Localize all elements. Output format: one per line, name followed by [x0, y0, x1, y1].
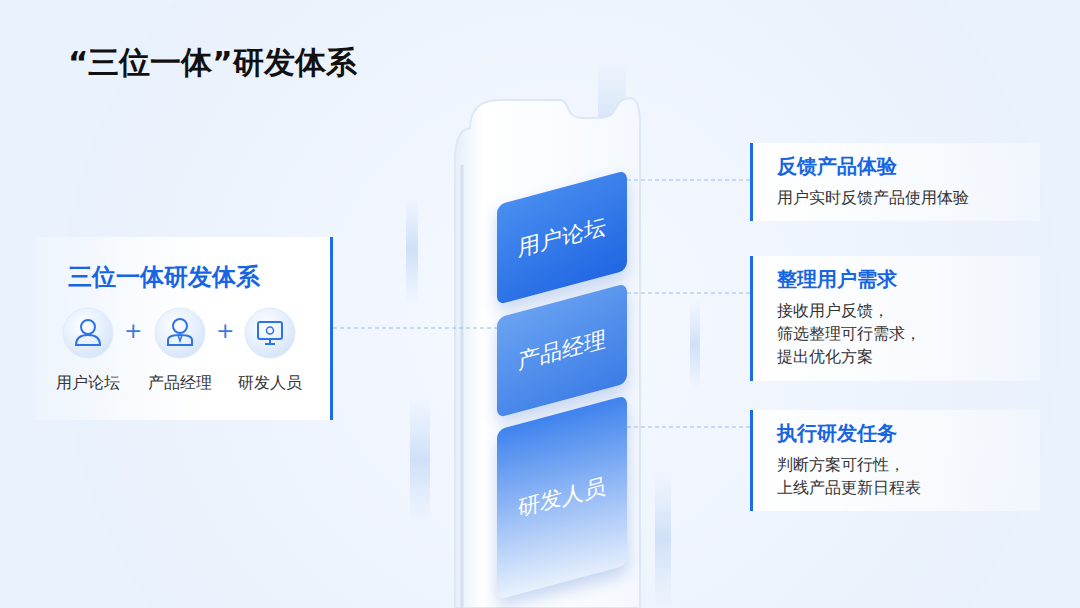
summary-card: 三位一体研发体系用户论坛产品经理研发人员: [35, 237, 333, 420]
icon-item: 研发人员: [225, 307, 315, 394]
node-label: 三位一体研发体系: [68, 261, 260, 293]
info-panel: 反馈产品体验用户实时反馈产品使用体验: [750, 143, 1040, 221]
node-label: 用户论坛: [43, 373, 133, 394]
dashed-connector: [627, 426, 750, 427]
info-panel: 执行研发任务判断方案可行性， 上线产品更新日程表: [750, 410, 1040, 511]
icon-circle: [154, 307, 206, 359]
node-label: 用户论坛: [518, 211, 606, 265]
panel-heading: 反馈产品体验: [777, 153, 1016, 180]
panel-body: 接收用户反馈， 筛选整理可行需求， 提出优化方案: [777, 299, 1016, 369]
node-label: 研发人员: [225, 373, 315, 394]
deco-bar: [655, 470, 671, 608]
dashed-connector: [627, 292, 750, 293]
dashed-connector: [333, 327, 497, 328]
panel-body: 判断方案可行性， 上线产品更新日程表: [777, 453, 1016, 499]
node-label: 产品经理: [135, 373, 225, 394]
deco-bar: [410, 395, 430, 525]
phone-card: 用户论坛: [497, 170, 627, 305]
icon-item: 产品经理: [135, 307, 225, 394]
phone-card: 研发人员: [497, 395, 627, 600]
deco-bar: [690, 300, 700, 390]
plus-sign: +: [124, 318, 142, 343]
phone-edge: [461, 165, 464, 608]
phone-body: [455, 98, 640, 608]
icon-item: 用户论坛: [43, 307, 133, 394]
node-label: 研发人员: [518, 471, 606, 525]
panel-body: 用户实时反馈产品使用体验: [777, 186, 1016, 209]
icon-circle: [62, 307, 114, 359]
phone-card: 产品经理: [497, 283, 627, 418]
icon-circle: [244, 307, 296, 359]
node-label: 产品经理: [518, 324, 606, 378]
page-title: “三位一体”研发体系: [68, 42, 357, 84]
panel-heading: 执行研发任务: [777, 420, 1016, 447]
info-panel: 整理用户需求接收用户反馈， 筛选整理可行需求， 提出优化方案: [750, 256, 1040, 381]
plus-sign: +: [216, 318, 234, 343]
panel-heading: 整理用户需求: [777, 266, 1016, 293]
dashed-connector: [627, 179, 750, 180]
deco-bar: [406, 195, 418, 305]
